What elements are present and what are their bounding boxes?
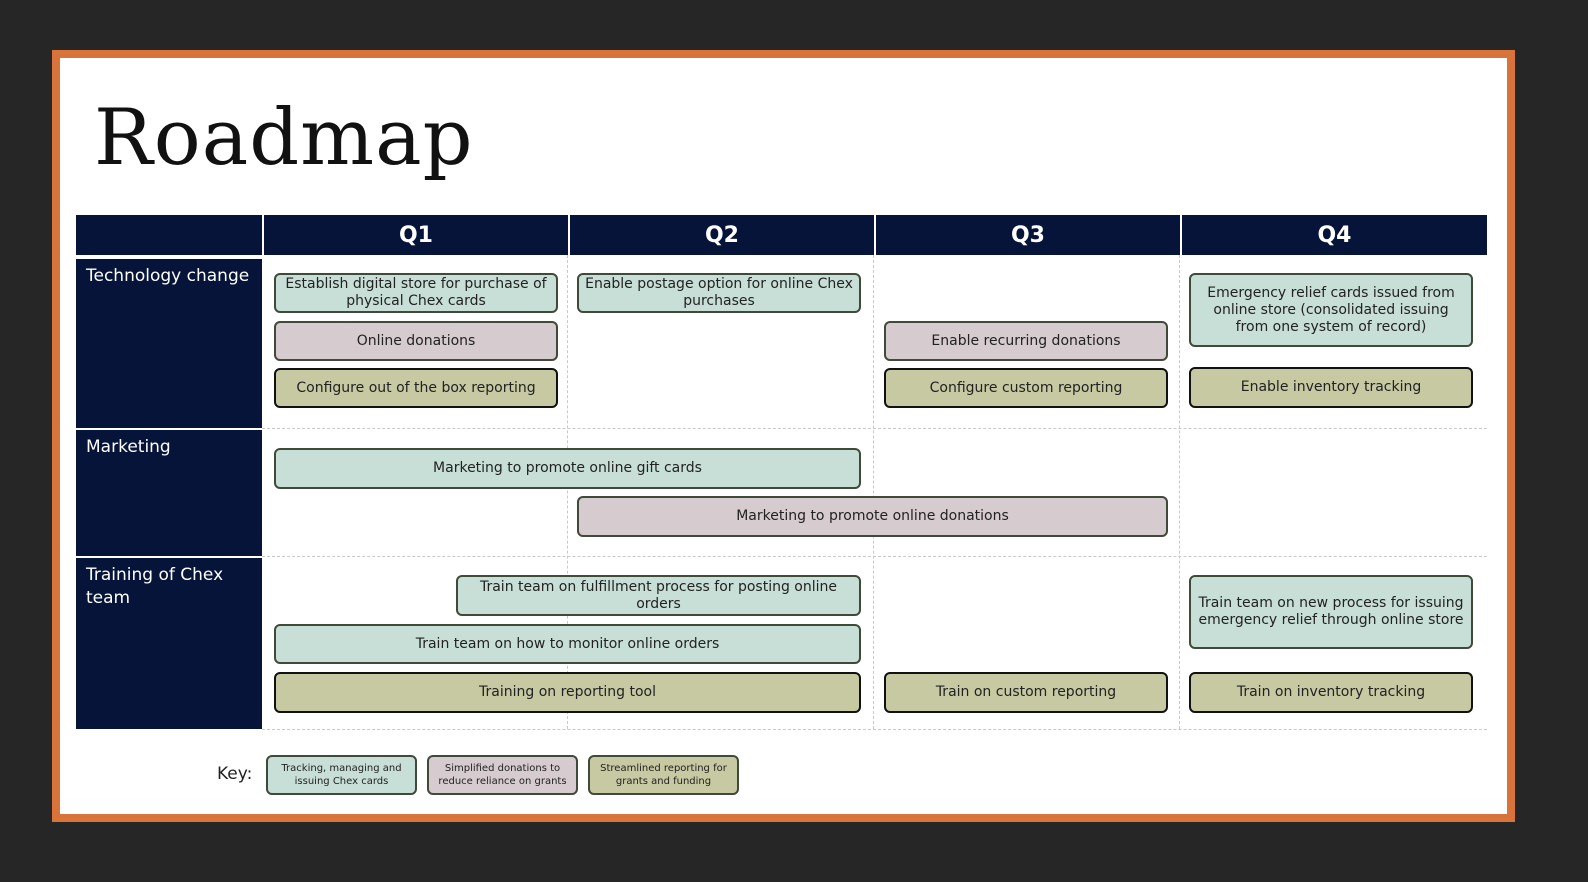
key-entry-reporting: Streamlined reporting for grants and fun… xyxy=(588,755,739,795)
bar-establish-digital-store: Establish digital store for purchase of … xyxy=(274,273,558,313)
grid-divider-row-1 xyxy=(262,428,1487,429)
bar-configure-custom-reporting: Configure custom reporting xyxy=(884,368,1168,408)
bar-training-reporting-tool: Training on reporting tool xyxy=(274,672,861,713)
row-label-technology: Technology change xyxy=(76,259,262,428)
grid-divider-q3-q4 xyxy=(1179,255,1180,729)
bar-online-donations: Online donations xyxy=(274,321,558,361)
bar-enable-recurring-donations: Enable recurring donations xyxy=(884,321,1168,361)
grid-divider-row-2 xyxy=(262,556,1487,557)
key-entry-donations: Simplified donations to reduce reliance … xyxy=(427,755,578,795)
slide-title: Roadmap xyxy=(94,93,474,183)
grid-divider-row-3 xyxy=(262,729,1487,730)
bar-train-fulfillment: Train team on fulfillment process for po… xyxy=(456,575,861,616)
bar-train-inventory-tracking: Train on inventory tracking xyxy=(1189,672,1473,713)
bar-train-monitor-orders: Train team on how to monitor online orde… xyxy=(274,624,861,664)
key-label: Key: xyxy=(217,764,253,784)
quarter-q4-header: Q4 xyxy=(1180,215,1487,255)
bar-train-emergency-relief: Train team on new process for issuing em… xyxy=(1189,575,1473,649)
bar-marketing-gift-cards: Marketing to promote online gift cards xyxy=(274,448,861,489)
roadmap-slide: Roadmap Q1 Q2 Q3 Q4 Technology change Ma… xyxy=(52,50,1515,822)
bar-train-custom-reporting: Train on custom reporting xyxy=(884,672,1168,713)
row-label-training: Training of Chex team xyxy=(76,558,262,729)
quarter-header-row: Q1 Q2 Q3 Q4 xyxy=(76,215,1487,255)
bar-configure-ootb-reporting: Configure out of the box reporting xyxy=(274,368,558,408)
quarter-q2-header: Q2 xyxy=(568,215,874,255)
key-entry-chex-cards: Tracking, managing and issuing Chex card… xyxy=(266,755,417,795)
bar-enable-postage: Enable postage option for online Chex pu… xyxy=(577,273,861,313)
bar-enable-inventory-tracking: Enable inventory tracking xyxy=(1189,367,1473,408)
grid-divider-q1-q2 xyxy=(567,255,568,729)
quarter-q1-header: Q1 xyxy=(262,215,568,255)
bar-marketing-donations: Marketing to promote online donations xyxy=(577,496,1168,537)
grid-divider-q2-q3 xyxy=(873,255,874,729)
quarter-q3-header: Q3 xyxy=(874,215,1180,255)
bar-emergency-relief-cards: Emergency relief cards issued from onlin… xyxy=(1189,273,1473,347)
row-label-marketing: Marketing xyxy=(76,430,262,556)
